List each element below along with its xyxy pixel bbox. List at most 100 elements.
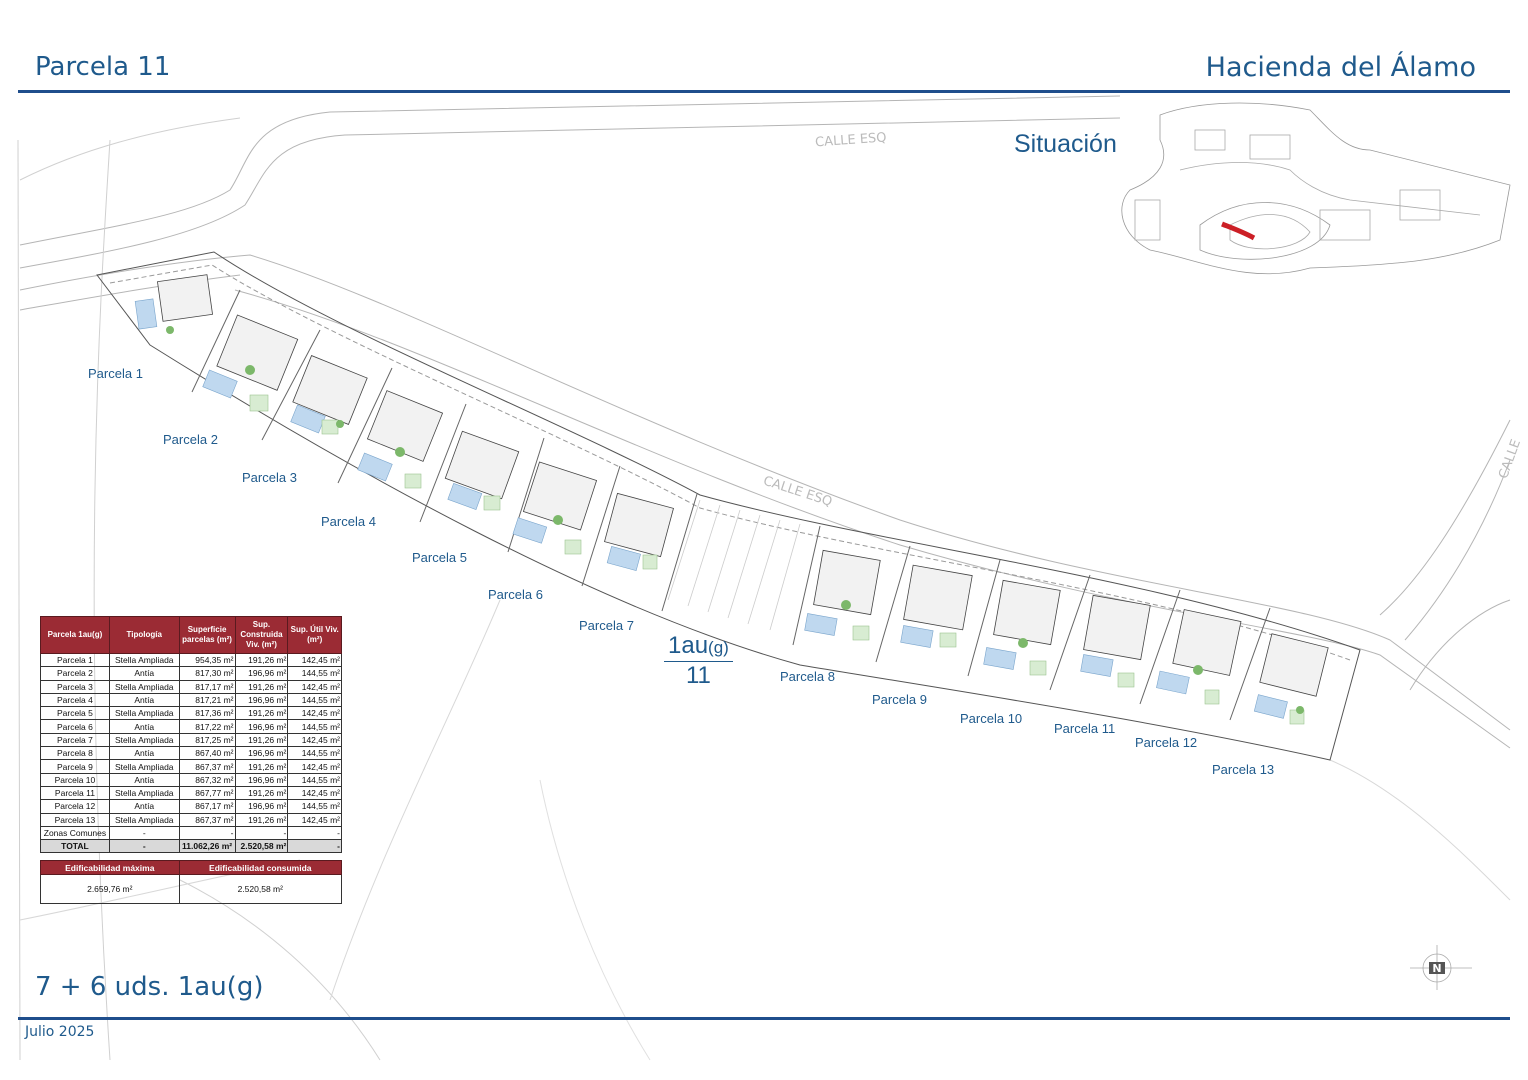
table-cell: 867,37 m² [178, 759, 236, 774]
table-header: Edificabilidad máxima [40, 860, 180, 875]
table-cell: Antía [108, 692, 180, 708]
table-cell: - [108, 839, 180, 854]
table-cell: Antía [108, 746, 180, 761]
street-label-3: CALLE [1496, 438, 1524, 481]
table-cell: Antía [108, 719, 180, 734]
parcel-table: Parcela 1au(g) Tipología Superficie parc… [40, 616, 342, 854]
table-header: Parcela 1au(g) [40, 616, 110, 654]
table-cell: Parcela 5 [40, 706, 110, 721]
parcel-label-6: Parcela 6 [488, 587, 543, 602]
table-cell: 817,17 m² [178, 679, 236, 694]
parcel-label-12: Parcela 12 [1135, 735, 1198, 750]
table-cell: 144,55 m² [287, 692, 342, 708]
table-cell: 142,45 m² [287, 706, 342, 721]
table-header: Edificabilidad consumida [178, 860, 343, 875]
table-cell: Parcela 11 [40, 785, 110, 801]
header-left-title: Parcela 11 [35, 52, 171, 82]
table-cell: 144,55 m² [287, 666, 342, 681]
table-cell: 817,36 m² [178, 706, 236, 721]
parcel-label-11: Parcela 11 [1054, 721, 1116, 736]
table-cell: 196,96 m² [234, 746, 289, 761]
parcel-label-7: Parcela 7 [579, 618, 634, 633]
table-header: Sup. Construida Viv. (m²) [234, 616, 289, 654]
table-cell: Parcela 13 [40, 812, 110, 827]
table-cell: Parcela 9 [40, 759, 110, 774]
table-header: Superficie parcelas (m²) [178, 616, 236, 654]
table-cell: 142,45 m² [287, 679, 342, 694]
table-cell: 817,25 m² [178, 732, 236, 748]
table-cell: TOTAL [40, 839, 110, 854]
parcel-label-4: Parcela 4 [321, 514, 376, 529]
table-cell: 196,96 m² [234, 666, 289, 681]
situation-highlight [1221, 221, 1256, 241]
table-cell: Stella Ampliada [108, 812, 180, 827]
table-header: Sup. Útil Viv. (m²) [287, 616, 342, 654]
table-cell: Parcela 4 [40, 692, 110, 708]
table-cell: 817,22 m² [178, 719, 236, 734]
table-cell: Parcela 6 [40, 719, 110, 734]
table-cell: 867,32 m² [178, 772, 236, 787]
table-cell: - [287, 839, 342, 854]
footer-date: Julio 2025 [25, 1024, 95, 1040]
table-cell: Parcela 3 [40, 679, 110, 694]
table-cell: Stella Ampliada [108, 732, 180, 748]
parcel-label-10: Parcela 10 [960, 711, 1023, 726]
table-cell: 142,45 m² [287, 759, 342, 774]
table-cell: Parcela 8 [40, 746, 110, 761]
table-header: Tipología [108, 616, 180, 654]
header-rule [18, 90, 1510, 93]
table-cell: 142,45 m² [287, 652, 342, 668]
table-cell: Antía [108, 666, 180, 681]
parcel-label-2: Parcela 2 [163, 432, 218, 447]
table-cell: 144,55 m² [287, 746, 342, 761]
table-cell: 142,45 m² [287, 785, 342, 801]
header-right-title: Hacienda del Álamo [1205, 52, 1476, 83]
table-cell: 144,55 m² [287, 719, 342, 734]
table-cell: 196,96 m² [234, 719, 289, 734]
parcel-label-13: Parcela 13 [1212, 762, 1275, 777]
table-cell: 191,26 m² [234, 706, 289, 721]
table-cell: Parcela 7 [40, 732, 110, 748]
table-cell: Antía [108, 799, 180, 814]
parcel-label-3: Parcela 3 [242, 470, 297, 485]
table-cell: Parcela 1 [40, 652, 110, 668]
edificabilidad-table: Edificabilidad máxima Edificabilidad con… [40, 860, 343, 904]
table-row: Zonas Comunes---- [40, 825, 342, 841]
table-cell: Parcela 2 [40, 666, 110, 681]
table-cell: 196,96 m² [234, 799, 289, 814]
parcel-label-5: Parcela 5 [412, 550, 467, 565]
parcel-label-1: Parcela 1 [88, 366, 143, 381]
parcel-label-8: Parcela 8 [780, 669, 835, 684]
table-cell: Stella Ampliada [108, 652, 180, 668]
table-cell: - [287, 825, 342, 841]
table-cell: 867,77 m² [178, 785, 236, 801]
table-cell: 817,21 m² [178, 692, 236, 708]
table-cell: Parcela 12 [40, 799, 110, 814]
units-summary: 7 + 6 uds. 1au(g) [35, 972, 264, 1002]
table-cell: Zonas Comunes [40, 825, 110, 841]
table-cell: - [234, 825, 289, 841]
table-cell: 954,35 m² [178, 652, 236, 668]
zone-code: 1au(g) [664, 633, 733, 662]
table-cell: 2.520,58 m² [234, 839, 289, 854]
situation-title: Situación [1014, 130, 1117, 158]
svg-text:N: N [1432, 962, 1441, 975]
table-cell: 867,37 m² [178, 812, 236, 827]
table-cell: 191,26 m² [234, 812, 289, 827]
table-cell: 191,26 m² [234, 732, 289, 748]
table-cell: 191,26 m² [234, 652, 289, 668]
table-cell: 191,26 m² [234, 759, 289, 774]
table-cell: Antía [108, 772, 180, 787]
